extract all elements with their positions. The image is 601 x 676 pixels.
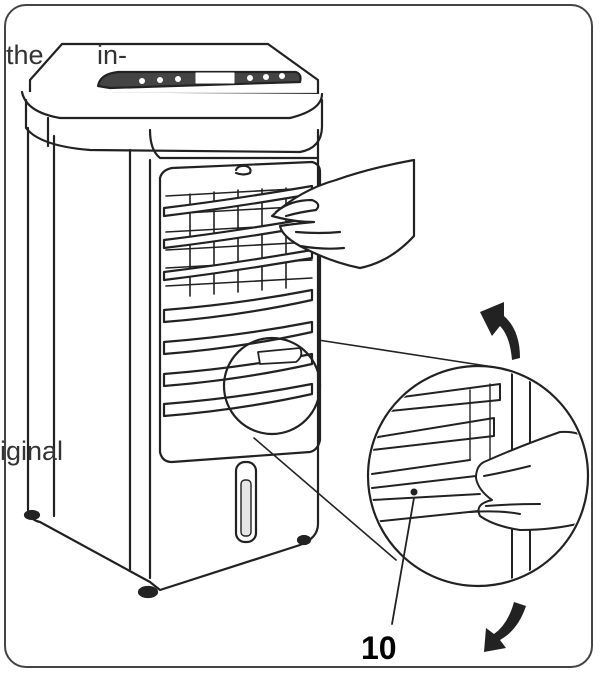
control-panel: [28, 42, 320, 96]
rotate-down-arrow-icon: [484, 602, 526, 652]
text-fragment-the: the: [6, 40, 44, 70]
rotate-up-arrow-icon: [480, 302, 520, 360]
zoom-detail-circle: [366, 364, 590, 588]
text-fragment-iginal: iginal: [0, 436, 64, 466]
callout-number-label: 10: [361, 630, 397, 666]
hand-illustration: [270, 158, 416, 270]
zoom-source-circle: [222, 336, 322, 436]
water-level-window: [234, 460, 258, 544]
callout-leader-line: [391, 497, 415, 625]
text-fragment-in: in-: [97, 40, 128, 70]
cooler-body: [23, 126, 322, 599]
illustration-frame: [4, 4, 593, 668]
